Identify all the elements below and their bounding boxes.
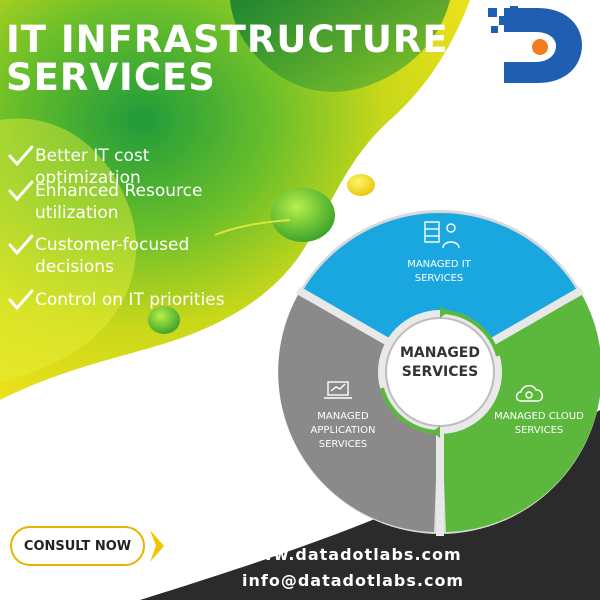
benefit-text: Enhanced Resource utilization [35, 181, 203, 223]
chevron-right-icon[interactable] [148, 528, 166, 564]
segment-label-managed-application: MANAGED APPLICATION SERVICES [310, 411, 376, 450]
benefit-text: Control on IT priorities [35, 290, 225, 310]
segment-label-managed-cloud: MANAGED CLOUD SERVICES [494, 411, 584, 436]
diagram-center-label: MANAGED SERVICES [400, 345, 480, 380]
segment-managed-it [302, 212, 578, 372]
checkmark-icon [8, 234, 34, 256]
website-link[interactable]: www.datadotlabs.com [242, 545, 462, 564]
cloud-gear-icon [515, 385, 543, 402]
laptop-chart-icon [324, 381, 352, 399]
checkmark-icon [8, 289, 34, 311]
checkmark-icon [8, 180, 34, 202]
benefit-text: Better IT cost optimization [35, 146, 150, 188]
server-person-icon [424, 221, 460, 249]
segment-label-managed-it: MANAGED IT SERVICES [407, 259, 471, 284]
benefit-text: Customer-focused decisions [35, 235, 190, 277]
consult-now-button[interactable]: CONSULT NOW [10, 526, 145, 566]
checkmark-icon [8, 145, 34, 167]
datadotlabs-logo-icon [488, 6, 582, 83]
email-link[interactable]: info@datadotlabs.com [242, 571, 465, 590]
headline-line-1: IT INFRASTRUCTURE [6, 18, 449, 61]
headline-line-2: SERVICES [6, 56, 216, 99]
